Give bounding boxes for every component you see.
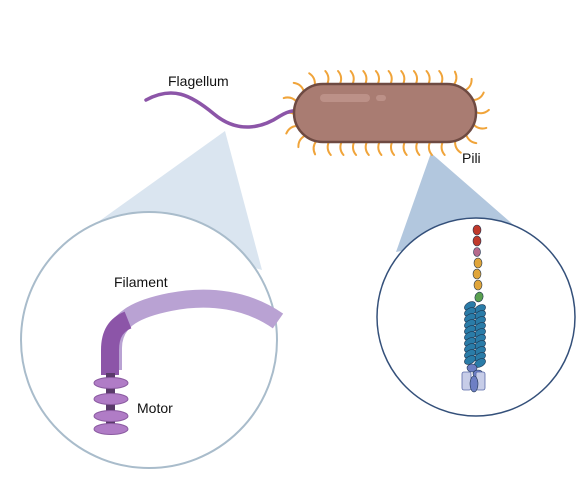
pilus-spike [465, 133, 478, 145]
pilus-spike [312, 140, 318, 156]
pilus-spike [364, 141, 370, 156]
pilus-spike [402, 141, 408, 156]
flagellum [144, 91, 304, 129]
pilus-membrane-anchor [461, 371, 472, 391]
flagellum-label: Flagellum [168, 73, 229, 89]
pilus-spike [324, 70, 330, 85]
pilus-spike [454, 139, 462, 154]
pilus-spike [475, 108, 490, 115]
pilus-tip-subunit [472, 235, 482, 247]
pilus-spike [389, 141, 396, 156]
pilus-spike [452, 70, 458, 86]
pilus-spike [349, 70, 355, 85]
pilus-shaft-subunit [464, 355, 476, 365]
motor [93, 373, 129, 435]
pilus-spike [339, 141, 345, 156]
pili-label: Pili [462, 150, 481, 166]
pilus-spike [374, 70, 381, 85]
pilus-subunit [473, 247, 481, 257]
motor-label: Motor [137, 400, 173, 416]
pilus-spike [387, 70, 393, 85]
pilus-spike [425, 70, 431, 85]
pilus-spike [440, 141, 446, 156]
bacterium-cell [292, 82, 478, 144]
flagellum-zoom-circle [20, 211, 278, 469]
pilus-spike [472, 123, 488, 130]
pilus-spike [292, 81, 305, 93]
filament-label: Filament [114, 274, 168, 290]
pilus-spike [282, 96, 298, 103]
pilus-subunit [473, 279, 483, 291]
pilus-spike [326, 141, 332, 156]
pilus-spike [415, 141, 421, 156]
pilus-spike [377, 141, 383, 156]
pilus-spike [362, 70, 368, 85]
pilus-subunit [472, 268, 482, 280]
pilus-spike [285, 124, 298, 135]
pilus-spike [400, 70, 406, 85]
pilus-base-subunit [469, 375, 479, 393]
pilus-spike [308, 72, 316, 87]
pilus-spike [464, 77, 473, 92]
pilus-spike [427, 141, 433, 156]
pilus-spike [351, 141, 358, 156]
pilus-structure [461, 224, 486, 393]
pilus-spike [438, 70, 444, 85]
pilus-spike [297, 134, 306, 149]
pilus-subunit [474, 291, 484, 303]
hook [101, 311, 132, 375]
pilus-base-subunit [466, 363, 478, 373]
pilus-tip-subunit [472, 224, 482, 236]
pilus-subunit [473, 257, 483, 269]
pilus-spike [412, 70, 419, 85]
pilus-spike [472, 91, 485, 102]
pilus-spike [337, 70, 343, 85]
